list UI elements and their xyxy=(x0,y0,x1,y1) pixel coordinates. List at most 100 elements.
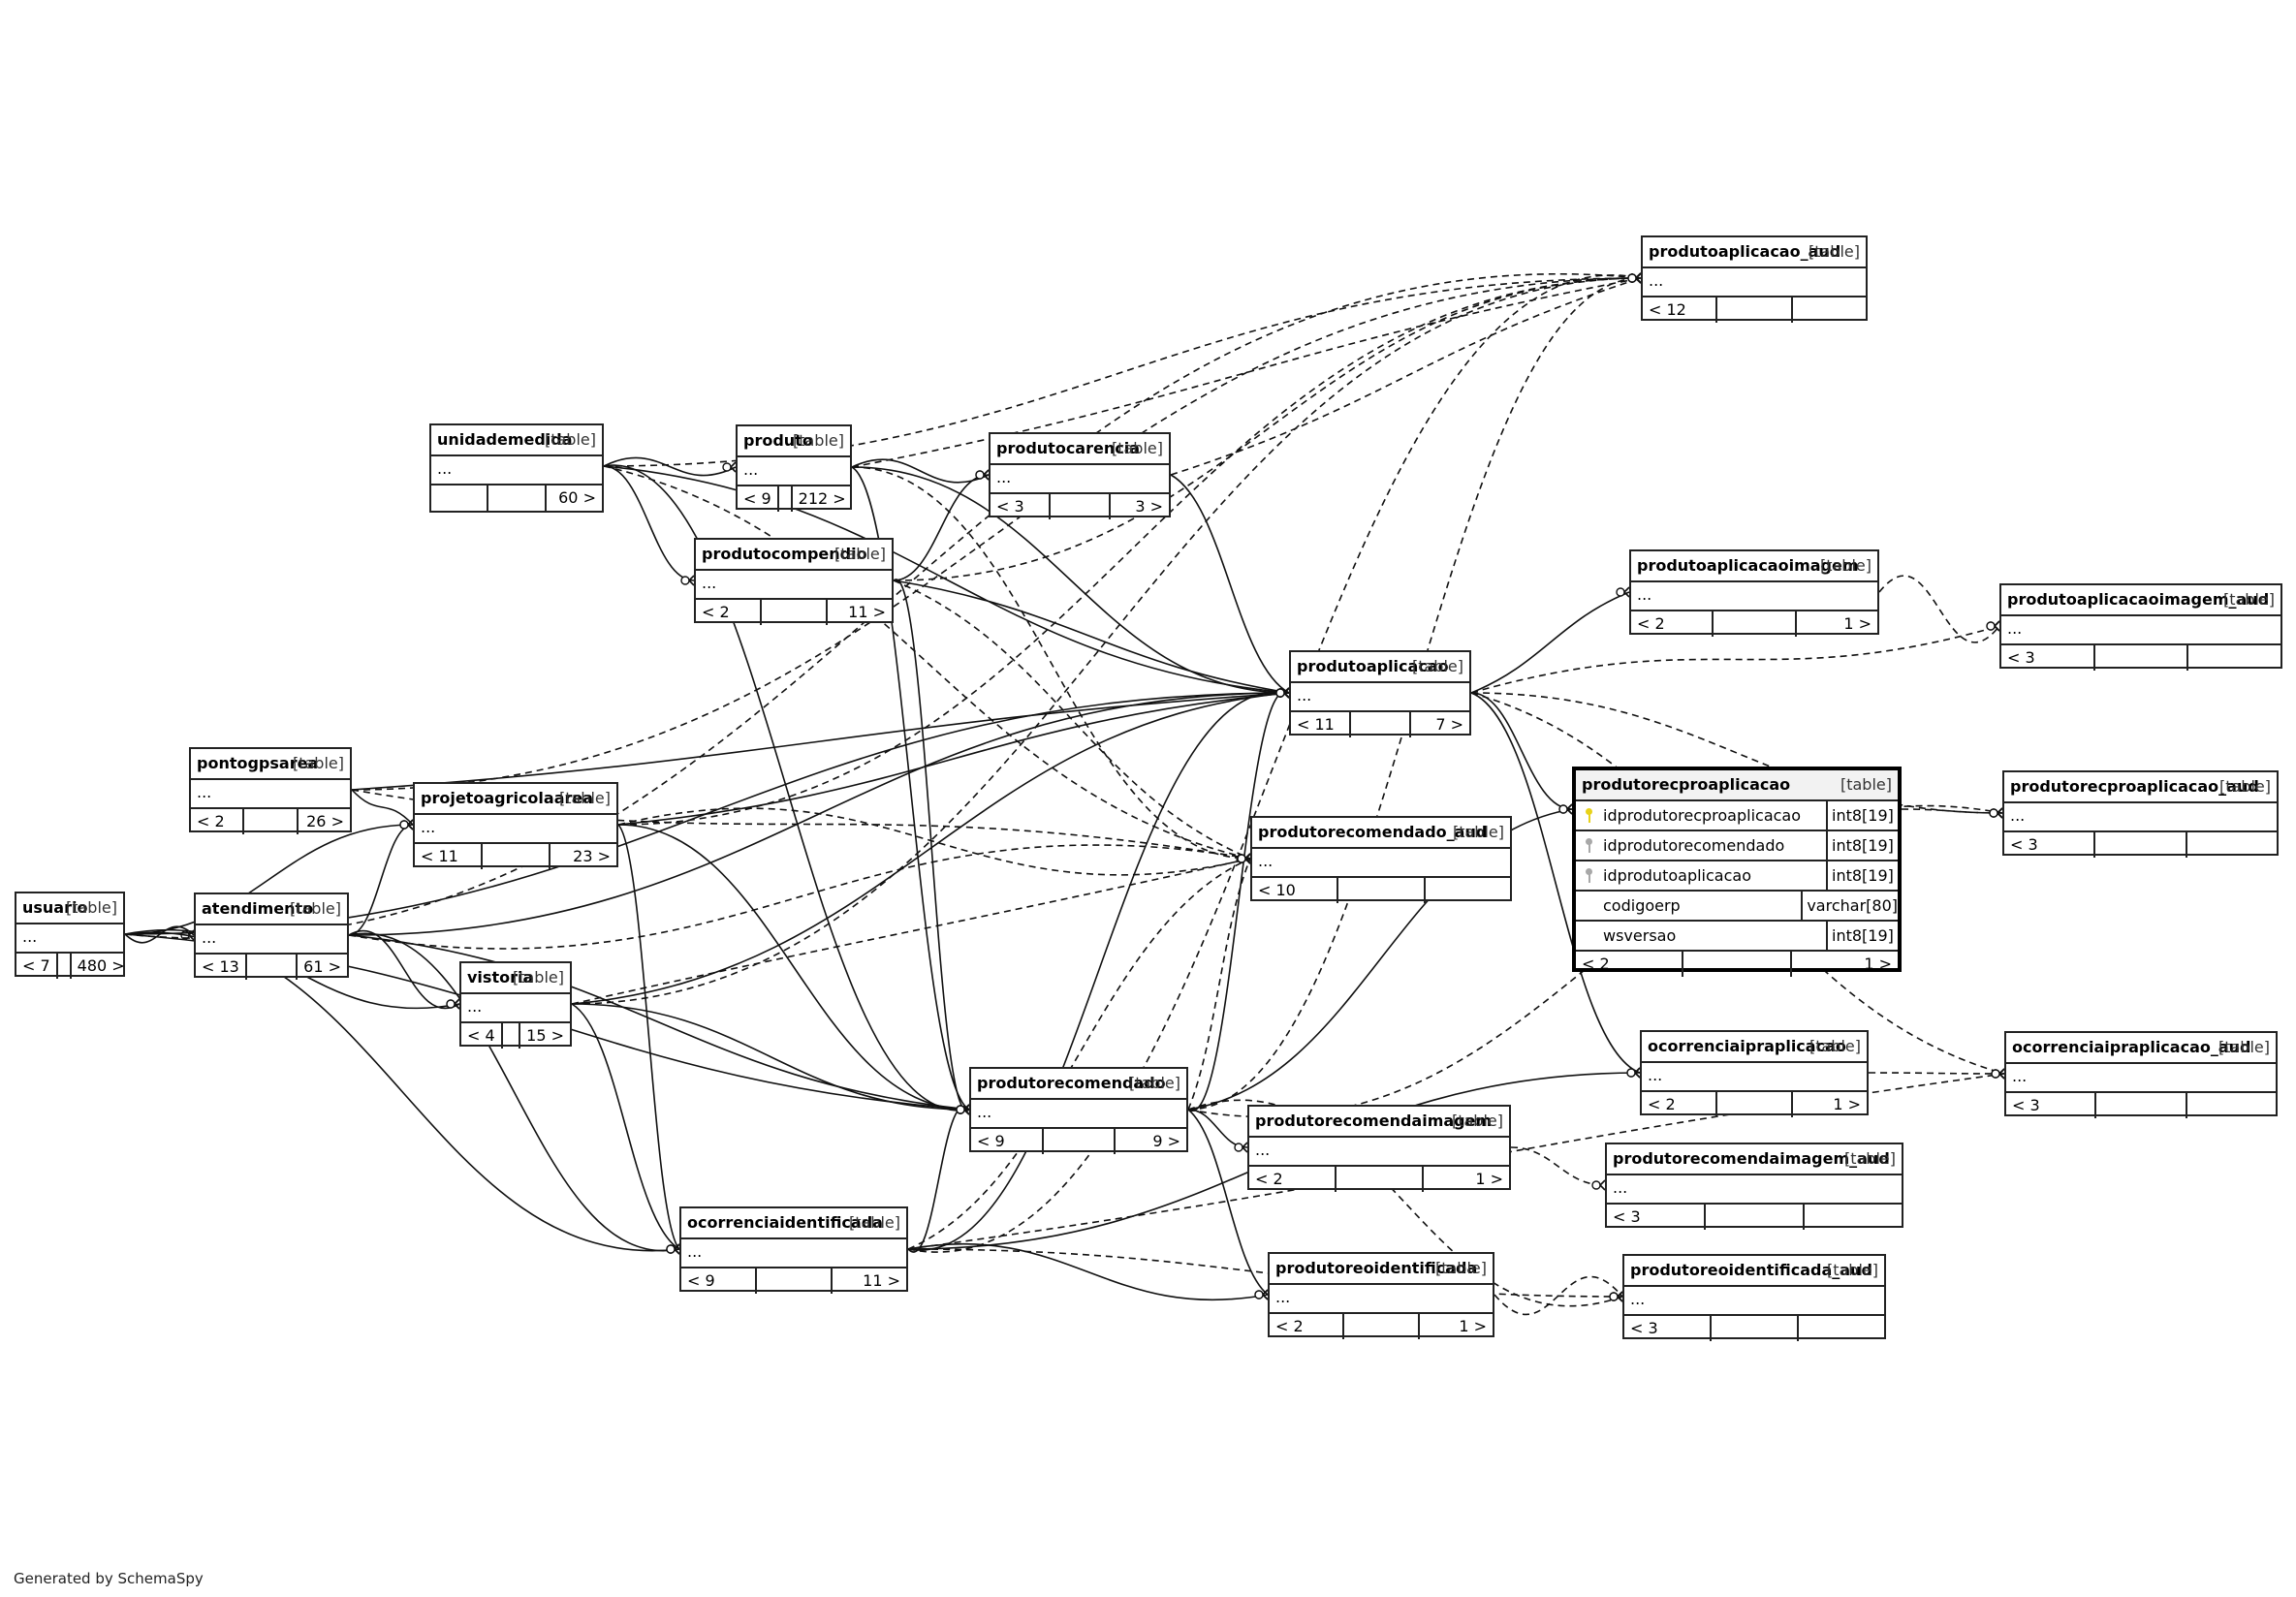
child-count[interactable] xyxy=(2187,1093,2276,1118)
table-name[interactable]: usuario xyxy=(22,898,88,917)
table-name[interactable]: produtocompendio xyxy=(702,545,867,563)
table-produtorecproaplicacao[interactable]: produtorecproaplicacao[table]idprodutore… xyxy=(1572,767,1902,977)
child-count[interactable]: 61 > xyxy=(303,957,341,976)
child-count[interactable]: 15 > xyxy=(526,1026,564,1045)
table-name[interactable]: atendimento xyxy=(202,899,314,918)
table-columns-collapsed[interactable]: ... xyxy=(2004,803,2277,832)
child-count[interactable] xyxy=(1805,1205,1902,1230)
parent-count[interactable]: < 9 xyxy=(971,1129,1044,1154)
parent-count[interactable]: < 3 xyxy=(1607,1205,1706,1230)
child-count[interactable]: 480 > xyxy=(77,956,125,975)
parent-count[interactable]: < 13 xyxy=(196,955,247,980)
child-count[interactable]: 1 > xyxy=(1475,1170,1503,1188)
table-name[interactable]: produtoaplicacaoimagem_aud xyxy=(2007,590,2270,609)
parent-count[interactable]: < 11 xyxy=(415,844,483,869)
table-columns-collapsed[interactable]: ... xyxy=(681,1239,906,1268)
child-count[interactable]: 7 > xyxy=(1435,715,1463,734)
parent-count[interactable]: < 9 xyxy=(681,1268,757,1294)
table-produtorecproaplicacao_aud[interactable]: produtorecproaplicacao_aud[table]...< 3 xyxy=(2002,770,2279,858)
child-count[interactable]: 1 > xyxy=(1459,1317,1487,1335)
table-columns-collapsed[interactable]: ... xyxy=(1291,683,1469,712)
child-count[interactable] xyxy=(1426,878,1510,903)
child-count[interactable]: 1 > xyxy=(1864,955,1892,973)
table-name[interactable]: produto xyxy=(743,431,813,450)
table-name[interactable]: produtorecomendaimagem xyxy=(1255,1112,1493,1130)
parent-count[interactable]: < 2 xyxy=(1270,1314,1345,1339)
child-count[interactable]: 9 > xyxy=(1152,1132,1181,1150)
parent-count[interactable]: < 10 xyxy=(1252,878,1339,903)
table-columns-collapsed[interactable]: ... xyxy=(431,456,602,485)
parent-count[interactable]: < 2 xyxy=(1631,611,1714,637)
child-count[interactable]: 26 > xyxy=(306,812,344,830)
table-columns-collapsed[interactable]: ... xyxy=(1270,1285,1493,1314)
table-columns-collapsed[interactable]: ... xyxy=(991,465,1169,494)
table-produtoreoidentificada_aud[interactable]: produtoreoidentificada_aud[table]...< 3 xyxy=(1622,1254,1886,1341)
table-columns-collapsed[interactable]: ... xyxy=(1624,1287,1884,1316)
table-name[interactable]: produtoaplicacaoimagem xyxy=(1637,556,1859,575)
child-count[interactable] xyxy=(2188,645,2280,671)
child-count[interactable] xyxy=(2187,832,2277,858)
table-columns-collapsed[interactable]: ... xyxy=(738,457,850,486)
table-columns-collapsed[interactable]: ... xyxy=(415,815,616,844)
table-columns-collapsed[interactable]: ... xyxy=(2006,1064,2276,1093)
table-columns-collapsed[interactable]: ... xyxy=(1643,268,1866,297)
table-name[interactable]: pontogpsarea xyxy=(197,754,319,772)
child-count[interactable]: 11 > xyxy=(848,603,886,621)
parent-count[interactable]: < 3 xyxy=(2001,645,2095,671)
parent-count[interactable]: < 3 xyxy=(2006,1093,2097,1118)
table-ocorrenciaipraplicacao_aud[interactable]: ocorrenciaipraplicacao_aud[table]...< 3 xyxy=(2004,1031,2278,1118)
table-name[interactable]: unidademedida xyxy=(437,430,573,449)
child-count[interactable]: 11 > xyxy=(863,1271,900,1290)
parent-count[interactable]: < 12 xyxy=(1643,297,1718,323)
table-name[interactable]: produtorecomendado_aud xyxy=(1258,823,1488,841)
table-name[interactable]: produtoaplicacao_aud xyxy=(1649,242,1841,261)
table-name[interactable]: ocorrenciaipraplicacao xyxy=(1648,1037,1846,1055)
parent-count[interactable]: < 2 xyxy=(1576,952,1684,977)
table-name[interactable]: produtorecproaplicacao_aud xyxy=(2010,777,2259,796)
parent-count[interactable]: < 9 xyxy=(738,486,779,512)
table-name[interactable]: ocorrenciaipraplicacao_aud xyxy=(2012,1038,2251,1056)
child-count[interactable]: 60 > xyxy=(558,488,596,507)
table-name[interactable]: produtorecproaplicacao xyxy=(1582,775,1791,794)
parent-count[interactable]: < 11 xyxy=(1291,712,1351,737)
table-columns-collapsed[interactable]: ... xyxy=(2001,616,2280,645)
child-count[interactable]: 3 > xyxy=(1135,497,1163,516)
child-count[interactable]: 1 > xyxy=(1833,1095,1861,1113)
parent-count[interactable]: < 3 xyxy=(2004,832,2096,858)
table-produtoaplicacaoimagem_aud[interactable]: produtoaplicacaoimagem_aud[table]...< 3 xyxy=(1999,583,2282,671)
table-columns-collapsed[interactable]: ... xyxy=(461,994,570,1023)
table-produtorecomendaimagem_aud[interactable]: produtorecomendaimagem_aud[table]...< 3 xyxy=(1605,1143,1903,1230)
parent-count[interactable]: < 2 xyxy=(1249,1167,1337,1192)
parent-count[interactable]: < 3 xyxy=(991,494,1051,519)
table-columns-collapsed[interactable]: ... xyxy=(191,780,350,809)
child-count[interactable] xyxy=(1793,297,1866,323)
table-name[interactable]: produtorecomendaimagem_aud xyxy=(1613,1149,1890,1168)
table-columns-collapsed[interactable]: ... xyxy=(1642,1063,1867,1092)
parent-count[interactable]: < 2 xyxy=(191,809,245,834)
table-columns-collapsed[interactable]: ... xyxy=(1252,849,1510,878)
parent-count[interactable]: < 2 xyxy=(696,600,762,625)
parent-count[interactable]: < 4 xyxy=(461,1023,503,1049)
table-produtorecomendado_aud[interactable]: produtorecomendado_aud[table]...< 10 xyxy=(1250,816,1512,903)
table-columns-collapsed[interactable]: ... xyxy=(1631,582,1877,611)
